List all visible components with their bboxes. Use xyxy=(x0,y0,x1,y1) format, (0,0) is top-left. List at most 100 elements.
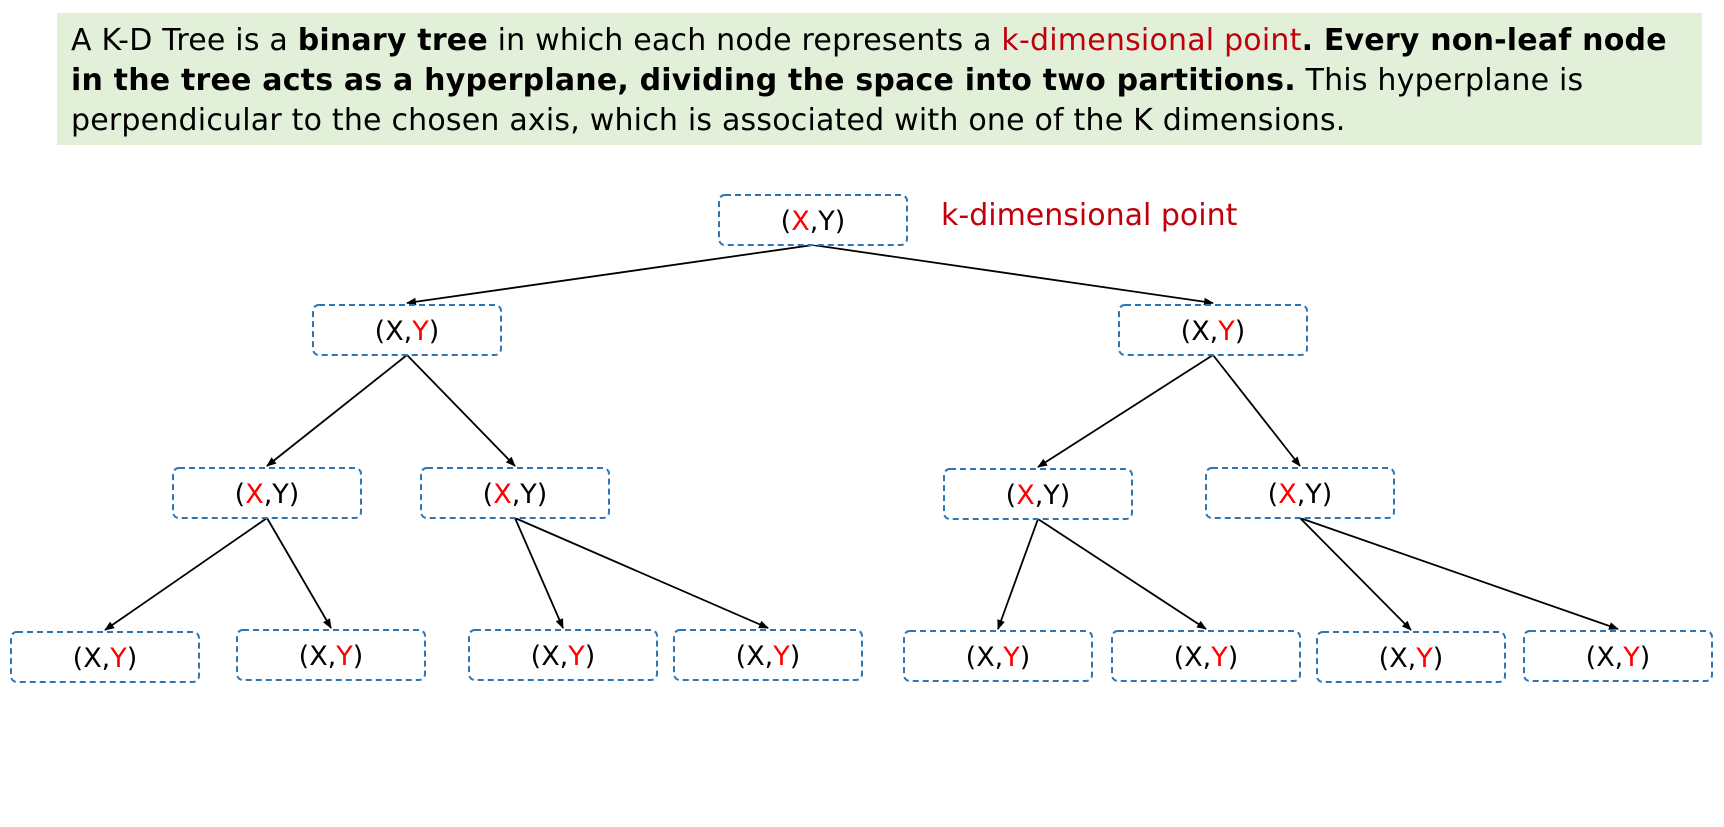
tree-node-label-prefix: (X, xyxy=(375,316,413,347)
tree-node-box xyxy=(1523,630,1713,682)
tree-node-label-prefix: ( xyxy=(1006,480,1017,511)
tree-node-label-prefix: (X, xyxy=(736,641,774,672)
tree-node-n14: (X,Y) xyxy=(1523,630,1713,682)
tree-node-label-prefix: ( xyxy=(781,206,792,237)
tree-edge-arrow xyxy=(266,517,332,629)
definition-text-3: This hyperplane is perpendicular to the … xyxy=(71,63,1584,138)
tree-edge-arrow xyxy=(1037,518,1207,630)
tree-node-n9: (X,Y) xyxy=(468,629,658,681)
tree-node-label-suffix: ) xyxy=(1228,642,1239,673)
definition-k-dimensional-point: k-dimensional point xyxy=(1001,23,1302,58)
tree-node-label-prefix: (X, xyxy=(299,641,337,672)
tree-node-box xyxy=(172,467,362,519)
tree-node-label-prefix: (X, xyxy=(1586,642,1624,673)
tree-node-label-suffix: ) xyxy=(585,641,596,672)
tree-node-label-prefix: ( xyxy=(483,479,494,510)
tree-node-n3: (X,Y) xyxy=(172,467,362,519)
tree-node-label: (X,Y) xyxy=(966,642,1031,673)
tree-node-label-prefix: ( xyxy=(1268,479,1279,510)
tree-node-split-axis: Y xyxy=(1622,642,1640,673)
tree-node-n6: (X,Y) xyxy=(1205,467,1395,519)
tree-node-label-suffix: ) xyxy=(429,316,440,347)
tree-node-label: (X,Y) xyxy=(73,643,138,674)
tree-edge-arrow xyxy=(1299,517,1412,631)
tree-node-split-axis: Y xyxy=(109,643,127,674)
tree-node-n7: (X,Y) xyxy=(10,631,200,683)
tree-node-split-axis: Y xyxy=(567,641,585,672)
tree-node-split-axis: X xyxy=(493,479,512,510)
tree-node-n13: (X,Y) xyxy=(1316,631,1506,683)
tree-node-label-suffix: ,Y) xyxy=(264,479,300,510)
tree-edge-arrow xyxy=(514,517,564,629)
tree-edge-arrow xyxy=(406,354,516,467)
tree-node-n0: (X,Y) xyxy=(718,194,908,246)
tree-node-label-prefix: (X, xyxy=(966,642,1004,673)
definition-hyperplane-sentence: . Every non-leaf node in the tree acts a… xyxy=(71,23,1667,98)
tree-node-label-prefix: (X, xyxy=(531,641,569,672)
tree-node-split-axis: X xyxy=(1278,479,1297,510)
tree-node-label-suffix: ) xyxy=(1020,642,1031,673)
tree-node-label: (X,Y) xyxy=(483,479,548,510)
k-dimensional-point-label: k-dimensional point xyxy=(941,198,1238,233)
tree-node-box xyxy=(312,304,502,356)
tree-node-label-suffix: ) xyxy=(1235,316,1246,347)
tree-node-label-suffix: ,Y) xyxy=(1035,480,1071,511)
tree-edge-arrow xyxy=(266,354,408,467)
tree-node-label-suffix: ) xyxy=(790,641,801,672)
tree-node-box xyxy=(718,194,908,246)
tree-node-split-axis: Y xyxy=(1210,642,1228,673)
definition-binary-tree: binary tree xyxy=(297,23,488,58)
tree-nodes: (X,Y)(X,Y)(X,Y)(X,Y)(X,Y)(X,Y)(X,Y)(X,Y)… xyxy=(10,194,1713,683)
definition-text-2: in which each node represents a xyxy=(487,23,1002,58)
tree-node-label-suffix: ) xyxy=(353,641,364,672)
tree-edge-arrow xyxy=(514,517,769,629)
tree-node-label: (X,Y) xyxy=(736,641,801,672)
tree-node-n11: (X,Y) xyxy=(903,630,1093,682)
tree-node-label: (X,Y) xyxy=(781,206,846,237)
tree-node-split-axis: X xyxy=(1016,480,1035,511)
tree-node-n1: (X,Y) xyxy=(312,304,502,356)
tree-node-label: (X,Y) xyxy=(235,479,300,510)
tree-node-label-prefix: (X, xyxy=(1174,642,1212,673)
tree-node-label-prefix: (X, xyxy=(1181,316,1219,347)
tree-edge-arrow xyxy=(104,517,268,631)
tree-node-label: (X,Y) xyxy=(1379,643,1444,674)
tree-edge-arrow xyxy=(1299,517,1619,630)
tree-node-label-suffix: ) xyxy=(1640,642,1651,673)
tree-node-label-suffix: ,Y) xyxy=(1297,479,1333,510)
tree-node-n12: (X,Y) xyxy=(1111,630,1301,682)
tree-node-split-axis: Y xyxy=(335,641,353,672)
tree-node-label: (X,Y) xyxy=(1181,316,1246,347)
tree-node-label: (X,Y) xyxy=(1268,479,1333,510)
tree-node-box xyxy=(903,630,1093,682)
tree-node-label-suffix: ) xyxy=(1433,643,1444,674)
tree-node-box xyxy=(1111,630,1301,682)
tree-node-split-axis: Y xyxy=(1415,643,1433,674)
tree-node-label: (X,Y) xyxy=(375,316,440,347)
tree-node-n5: (X,Y) xyxy=(943,468,1133,520)
tree-node-split-axis: Y xyxy=(772,641,790,672)
tree-node-box xyxy=(673,629,863,681)
tree-node-split-axis: X xyxy=(791,206,810,237)
tree-node-box xyxy=(10,631,200,683)
tree-node-split-axis: X xyxy=(245,479,264,510)
definition-panel: A K-D Tree is a binary tree in which eac… xyxy=(57,13,1702,145)
tree-edge-arrow xyxy=(997,518,1039,630)
tree-node-split-axis: Y xyxy=(411,316,429,347)
tree-node-box xyxy=(943,468,1133,520)
tree-node-label-suffix: ) xyxy=(127,643,138,674)
tree-node-split-axis: Y xyxy=(1217,316,1235,347)
tree-node-box xyxy=(1118,304,1308,356)
tree-node-box xyxy=(420,467,610,519)
tree-node-n4: (X,Y) xyxy=(420,467,610,519)
tree-node-box xyxy=(1205,467,1395,519)
tree-node-label-suffix: ,Y) xyxy=(512,479,548,510)
tree-node-label-suffix: ,Y) xyxy=(810,206,846,237)
tree-node-label: (X,Y) xyxy=(1174,642,1239,673)
tree-node-n10: (X,Y) xyxy=(673,629,863,681)
tree-node-label-prefix: ( xyxy=(235,479,246,510)
tree-node-label: (X,Y) xyxy=(1586,642,1651,673)
tree-node-label-prefix: (X, xyxy=(73,643,111,674)
tree-node-box xyxy=(1316,631,1506,683)
